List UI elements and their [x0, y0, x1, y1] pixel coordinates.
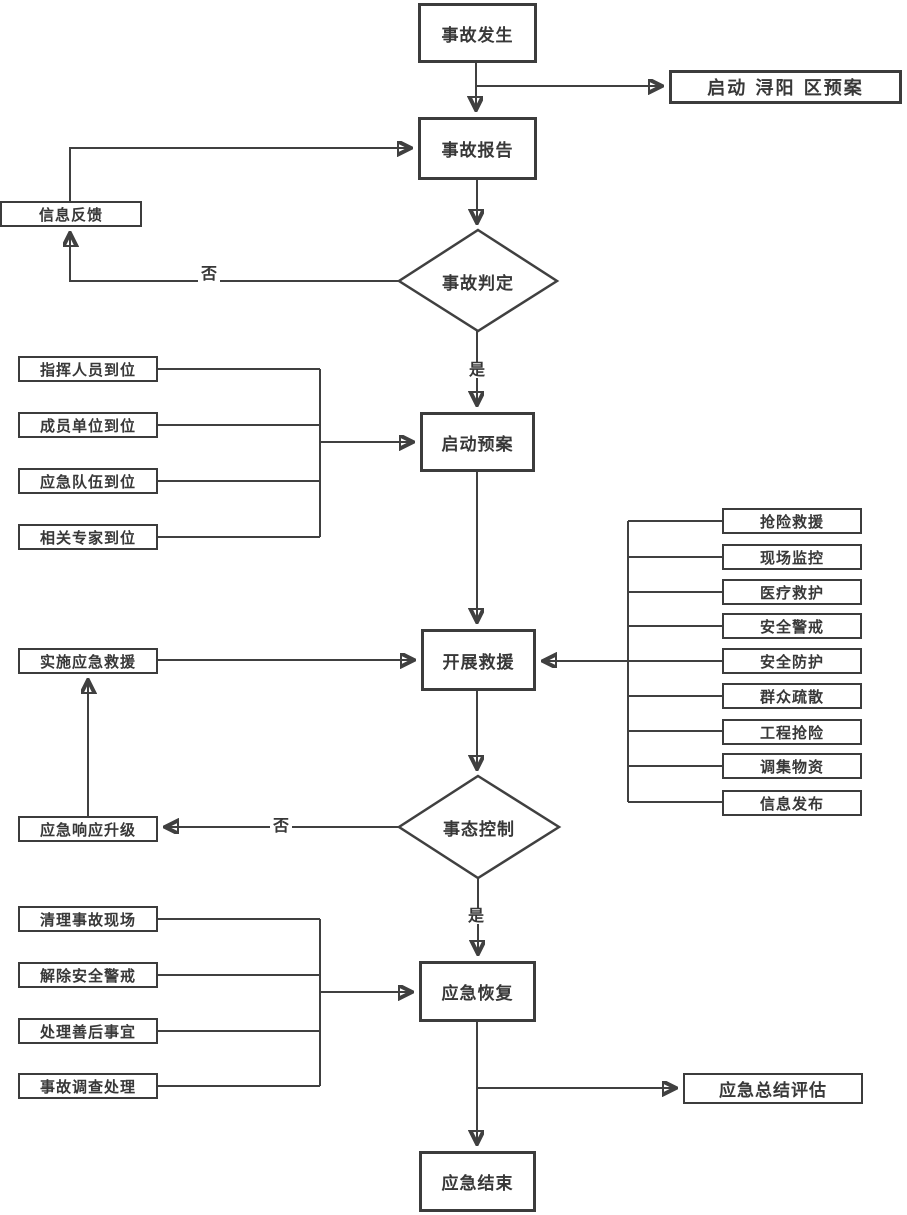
rescue-action-9: 信息发布 [722, 790, 862, 816]
plan-input-4: 相关专家到位 [18, 524, 158, 550]
situation-control-diamond [396, 774, 562, 880]
label-control-no: 否 [270, 818, 293, 834]
plan-input-2: 成员单位到位 [18, 412, 158, 438]
node-start-district-plan: 启动 浔阳 区预案 [669, 70, 902, 104]
rescue-action-5: 安全防护 [722, 648, 862, 674]
rescue-action-2: 现场监控 [722, 544, 862, 570]
rescue-action-7: 工程抢险 [722, 719, 862, 745]
label-control-yes: 是 [465, 908, 488, 924]
node-summary-evaluation: 应急总结评估 [683, 1073, 863, 1104]
recovery-input-3: 处理善后事宜 [18, 1018, 158, 1044]
node-emergency-end: 应急结束 [419, 1151, 536, 1212]
edge-feedback-to-report [69, 148, 410, 201]
rescue-action-8: 调集物资 [722, 753, 862, 779]
rescue-action-4: 安全警戒 [722, 613, 862, 639]
label-judgment-yes: 是 [466, 362, 489, 378]
recovery-input-4: 事故调查处理 [18, 1073, 158, 1099]
decision-situation-control: 事态控制 [443, 819, 515, 840]
plan-input-1: 指挥人员到位 [18, 356, 158, 382]
recovery-input-2: 解除安全警戒 [18, 962, 158, 988]
rescue-action-3: 医疗救护 [722, 579, 862, 605]
recovery-input-1: 清理事故现场 [18, 906, 158, 932]
decision-accident-judgment: 事故判定 [442, 273, 514, 294]
label-judgment-no: 否 [198, 266, 221, 282]
node-carry-out-rescue: 开展救援 [421, 629, 536, 691]
node-start-plan: 启动预案 [420, 412, 535, 472]
accident-judgment-diamond [396, 228, 560, 333]
node-implement-rescue: 实施应急救援 [18, 648, 158, 674]
node-accident-occurs: 事故发生 [418, 3, 537, 63]
edge-judgment-no-to-feedback [70, 234, 399, 282]
plan-input-3: 应急队伍到位 [18, 468, 158, 494]
node-info-feedback: 信息反馈 [0, 201, 142, 227]
rescue-action-1: 抢险救援 [722, 508, 862, 534]
rescue-action-6: 群众疏散 [722, 683, 862, 709]
node-accident-report: 事故报告 [418, 117, 537, 180]
node-response-upgrade: 应急响应升级 [18, 816, 158, 842]
node-emergency-recovery: 应急恢复 [419, 961, 536, 1022]
